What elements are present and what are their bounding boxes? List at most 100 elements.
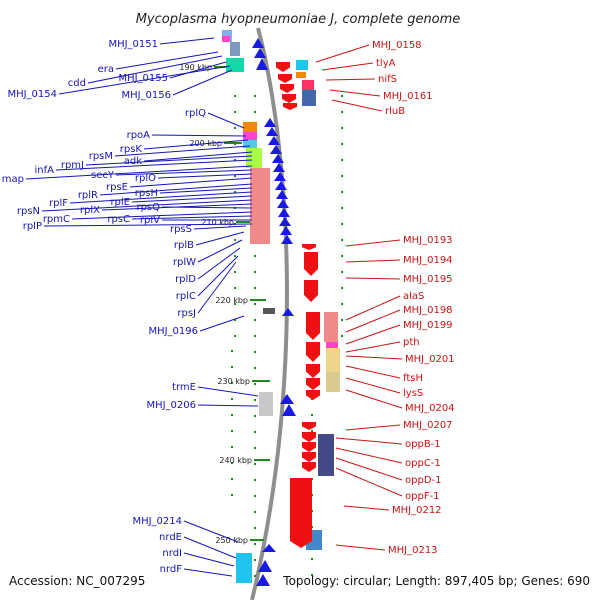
gene-label: rpsN <box>17 206 40 217</box>
label-leader-line <box>114 145 251 157</box>
gene-label: adk <box>124 156 142 167</box>
reverse-gene-arrow <box>282 94 296 103</box>
gene-label: rplR <box>78 190 98 201</box>
label-leader-line <box>169 61 227 79</box>
gene-label: rpsJ <box>177 308 196 319</box>
map-title: Mycoplasma hyopneumoniae J, complete gen… <box>136 12 461 27</box>
gene-label: rpmC <box>43 214 70 225</box>
label-leader-line <box>197 239 243 263</box>
label-leader-line <box>159 187 253 194</box>
feature-box <box>243 140 257 148</box>
forward-gene-arrow <box>280 226 292 235</box>
gene-label: secY <box>91 170 115 181</box>
label-leader-line <box>197 255 239 297</box>
feature-box <box>243 122 257 132</box>
label-leader-line <box>87 55 223 84</box>
gene-label: oppB-1 <box>405 439 441 450</box>
label-leader-line <box>131 215 253 220</box>
label-leader-line <box>172 69 233 96</box>
gene-label: rpsK <box>120 144 143 155</box>
feature-box <box>226 58 244 72</box>
label-leader-line <box>335 457 403 481</box>
label-leader-line <box>335 467 403 497</box>
label-leader-line <box>329 89 381 97</box>
label-leader-line <box>43 223 253 227</box>
reverse-gene-arrow <box>302 244 316 250</box>
gene-label: MHJ_0156 <box>121 90 171 101</box>
gene-label: nrdE <box>159 532 182 543</box>
label-leader-line <box>183 568 233 577</box>
forward-gene-arrow <box>280 394 294 404</box>
reverse-gene-arrow <box>306 378 320 390</box>
gene-label: MHJ_0194 <box>403 255 453 266</box>
feature-box <box>326 372 340 392</box>
label-leader-line <box>25 165 253 180</box>
gene-label: MHJ_0151 <box>108 39 158 50</box>
gene-label: MHJ_0193 <box>403 235 453 246</box>
gene-label: cdd <box>68 78 86 89</box>
gene-label: infA <box>35 165 55 176</box>
label-leader-line <box>183 520 239 543</box>
gene-label: MHJ_0204 <box>405 403 455 414</box>
label-leader-line <box>197 386 259 397</box>
gene-label: rplD <box>175 274 196 285</box>
kbp-tick-label: 250 kbp <box>215 536 248 545</box>
gene-label: era <box>98 64 114 75</box>
reverse-gene-arrow <box>280 84 294 93</box>
gene-label: MHJ_0155 <box>118 73 168 84</box>
feature-box <box>302 80 314 90</box>
kbp-tick-label: 210 kbp <box>201 218 234 227</box>
forward-gene-arrow <box>276 190 288 199</box>
forward-gene-arrow <box>275 181 287 190</box>
label-leader-line <box>161 206 253 209</box>
label-leader-line <box>345 239 401 247</box>
gene-label: rplP <box>23 221 42 232</box>
label-leader-line <box>335 544 386 551</box>
kbp-tick-label: 230 kbp <box>217 377 250 386</box>
label-leader-line <box>143 139 249 150</box>
reverse-gene-arrow <box>304 252 318 276</box>
kbp-tick-label: 190 kbp <box>179 63 212 72</box>
reverse-gene-arrow <box>302 422 316 430</box>
label-leader-line <box>115 169 253 176</box>
kbp-tick-label: 240 kbp <box>219 456 252 465</box>
gene-label: MHJ_0154 <box>7 89 57 100</box>
label-leader-line <box>159 37 215 45</box>
forward-gene-arrow <box>272 154 284 163</box>
forward-gene-arrow <box>266 127 278 136</box>
forward-gene-arrow <box>278 208 290 217</box>
kbp-tick-label: 220 kbp <box>215 296 248 305</box>
label-leader-line <box>345 341 401 353</box>
label-leader-line <box>151 134 247 137</box>
label-leader-line <box>183 552 235 567</box>
gene-label: oppC-1 <box>405 458 441 469</box>
label-leader-line <box>195 231 245 246</box>
gene-label: rpoA <box>127 130 151 141</box>
forward-gene-arrow <box>279 217 291 226</box>
gene-label: rplQ <box>185 108 206 119</box>
forward-gene-arrow <box>264 118 276 127</box>
label-leader-line <box>71 211 253 220</box>
label-leader-line <box>325 78 376 81</box>
feature-box <box>302 90 316 106</box>
label-leader-line <box>197 261 237 314</box>
forward-gene-arrow <box>254 48 266 58</box>
reverse-gene-arrow <box>306 342 320 362</box>
label-leader-line <box>343 505 390 511</box>
forward-gene-arrow <box>262 544 276 552</box>
label-leader-line <box>345 365 401 379</box>
forward-gene-arrow <box>256 574 270 586</box>
label-leader-line <box>55 159 253 171</box>
gene-label: oppF-1 <box>405 491 440 502</box>
forward-gene-arrow <box>252 38 264 48</box>
label-leader-line <box>345 295 401 321</box>
label-leader-line <box>41 199 253 212</box>
reverse-gene-arrow <box>306 364 320 378</box>
forward-gene-arrow <box>281 235 293 244</box>
gene-label: rplB <box>174 240 194 251</box>
feature-box <box>296 72 306 78</box>
label-leader-line <box>331 99 383 112</box>
gene-label: pth <box>403 337 420 348</box>
